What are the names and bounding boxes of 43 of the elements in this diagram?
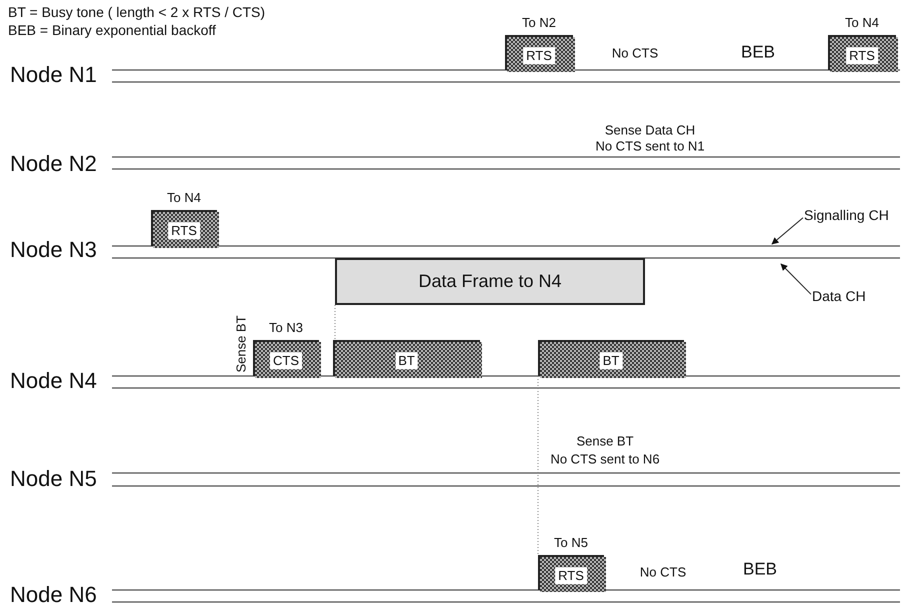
- status-text: BEB: [740, 42, 776, 62]
- packet-label: CTS: [270, 352, 302, 370]
- frame-label: Data Frame to N4: [418, 271, 562, 292]
- node-name: Node N5: [10, 467, 97, 491]
- packet-label: RTS: [846, 46, 878, 64]
- destination-label: To N3: [269, 320, 303, 335]
- status-text: Sense Data CH: [604, 122, 696, 138]
- leader-arrow: [771, 217, 804, 244]
- packet-label: RTS: [523, 46, 555, 64]
- destination-label: To N4: [167, 190, 201, 205]
- node-name: Node N3: [10, 238, 97, 262]
- status-text: No CTS: [640, 564, 686, 580]
- node-name: Node N6: [10, 583, 97, 606]
- packet-label: RTS: [168, 222, 200, 240]
- packet-box: [333, 340, 480, 376]
- packet-box: [828, 35, 896, 70]
- channel-annotation: Signalling CH: [804, 207, 889, 223]
- leader-arrow: [780, 264, 812, 295]
- packet-box: [253, 340, 319, 376]
- status-text: Sense BT: [576, 434, 634, 448]
- status-text: Sense BT: [234, 315, 248, 373]
- node-name: Node N4: [10, 369, 97, 393]
- channel-annotation: Data CH: [812, 288, 866, 304]
- packet-label: RTS: [555, 566, 587, 584]
- destination-label: To N2: [522, 15, 556, 30]
- status-text: No CTS: [612, 46, 658, 60]
- destination-label: To N5: [554, 535, 588, 550]
- status-text: No CTS sent to N1: [595, 138, 705, 154]
- status-text: BEB: [742, 560, 778, 578]
- legend-note: BT = Busy tone ( length < 2 x RTS / CTS): [8, 4, 266, 20]
- packet-box: [151, 210, 217, 246]
- status-text: No CTS sent to N6: [550, 452, 660, 466]
- packet-box: [538, 555, 604, 590]
- data-frame-box: [335, 258, 645, 305]
- destination-label: To N4: [845, 15, 879, 30]
- packet-box: [538, 340, 684, 376]
- packet-box: [505, 35, 573, 70]
- node-name: Node N1: [10, 63, 97, 87]
- node-name: Node N2: [10, 152, 97, 176]
- legend-note: BEB = Binary exponential backoff: [8, 22, 216, 38]
- dotted-line: [334, 304, 336, 340]
- packet-label: BT: [395, 352, 418, 370]
- packet-label: BT: [600, 352, 622, 370]
